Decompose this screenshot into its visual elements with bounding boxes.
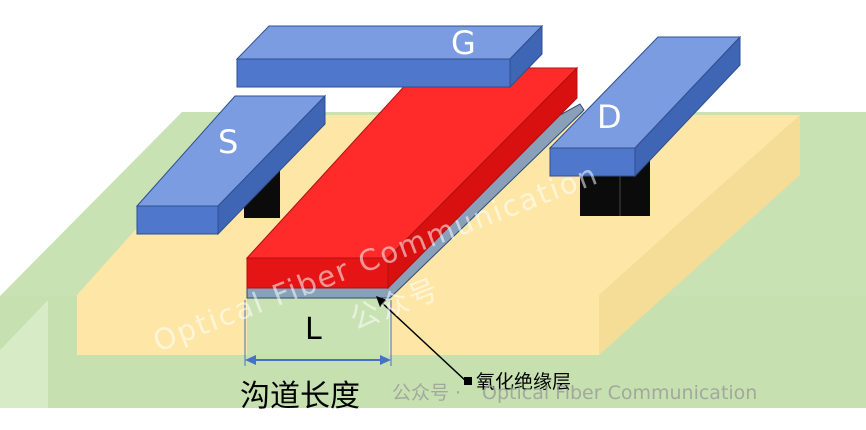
gate-label: G <box>451 24 476 62</box>
diffusion-front-right <box>389 295 599 355</box>
diffusion-front-left <box>77 295 247 355</box>
source-metal <box>135 94 327 236</box>
gate-side <box>387 66 578 290</box>
drain-label: D <box>597 98 622 136</box>
diffusion-right-face <box>599 115 800 355</box>
source-label: S <box>218 123 238 161</box>
substrate-bevel <box>0 300 48 408</box>
gate-electrode <box>245 66 579 290</box>
channel-length-symbol: L <box>305 312 322 347</box>
drain-metal <box>548 35 742 178</box>
channel-region <box>247 300 389 355</box>
gate-metal <box>235 24 544 89</box>
channel-length-label: 沟道长度 <box>240 379 360 414</box>
oxide-layer-label: 氧化绝缘层 <box>476 371 571 393</box>
watermark-bottom-text: Optical Fiber Communication <box>482 382 757 404</box>
oxide-pointer <box>376 296 472 385</box>
watermark-bottom-prefix: 公众号 · <box>392 382 461 404</box>
